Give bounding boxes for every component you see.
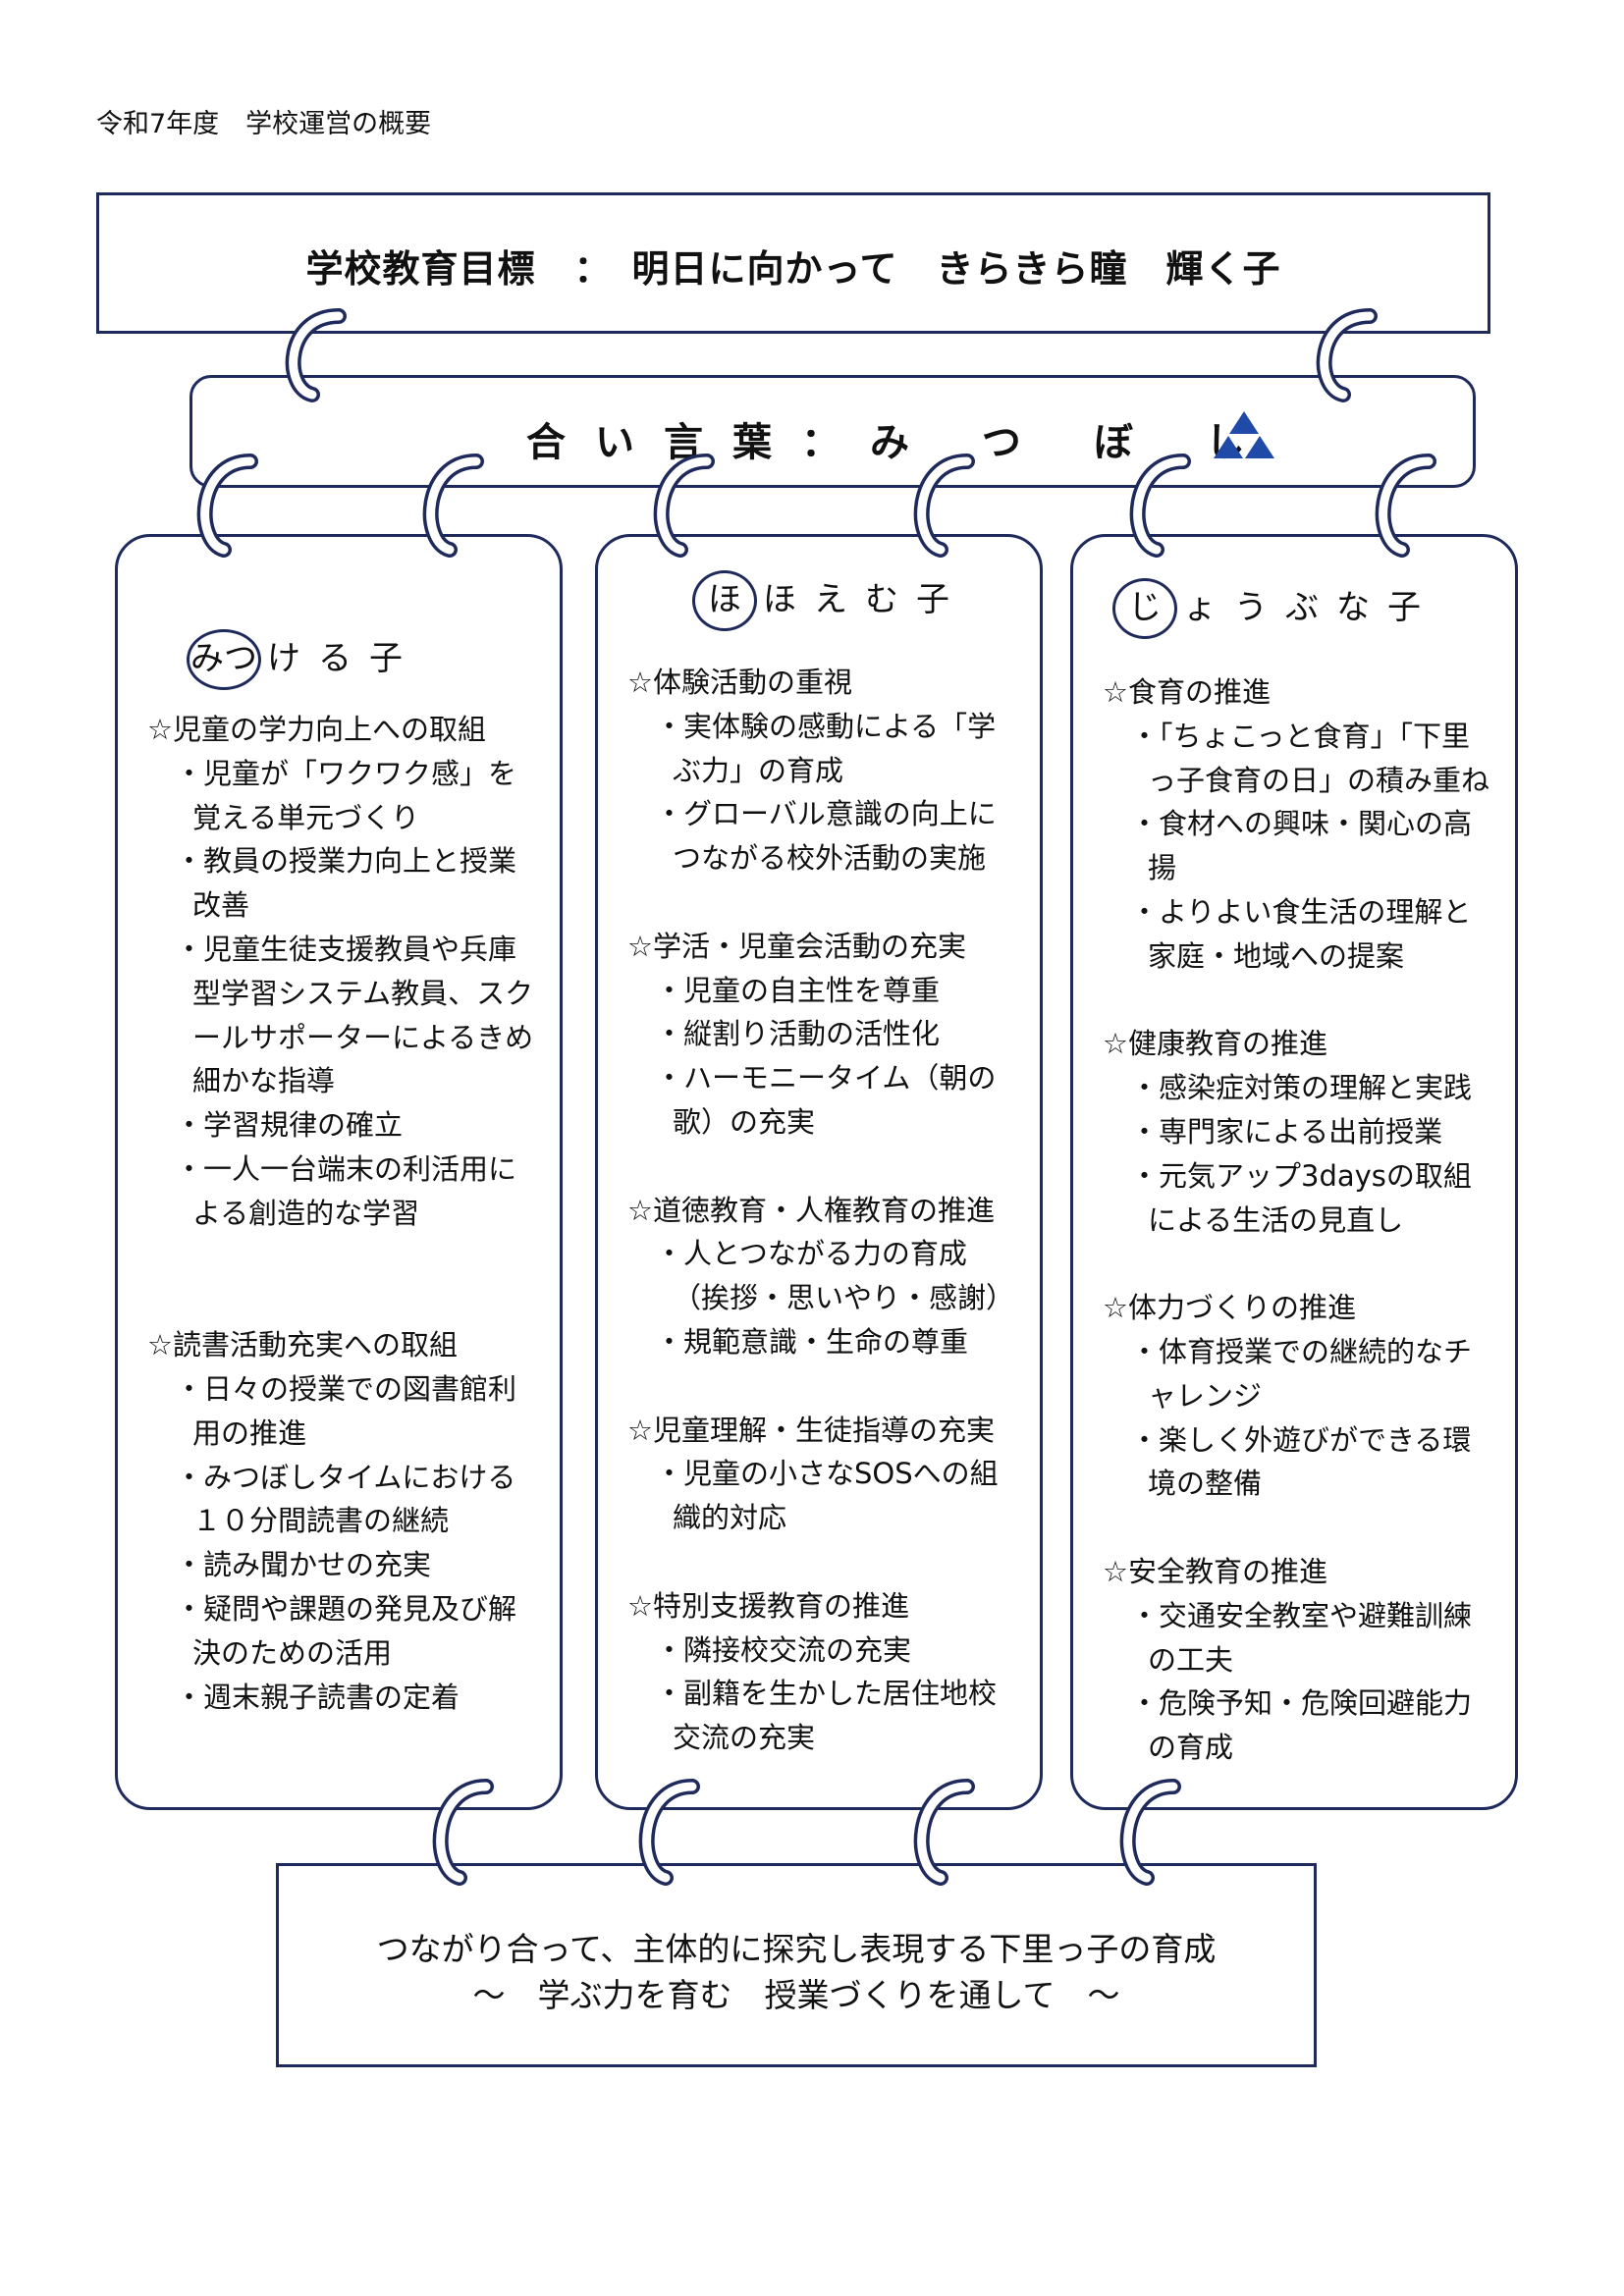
list-item: ・学習規律の確立	[175, 1108, 404, 1143]
list-item: ・危険予知・危険回避能力の育成	[1130, 1686, 1473, 1765]
list-item: ・児童の小さなSOSへの組織的対応	[655, 1457, 999, 1535]
footer-line-2: ～ 学ぶ力を育む 授業づくりを通して ～	[472, 1976, 1120, 2014]
title-circled-char: ほ	[692, 570, 757, 631]
title-rest: ょうぶな子	[1183, 588, 1438, 627]
list-item: ・副籍を生かした居住地校交流の充実	[655, 1677, 998, 1755]
school-goal-text: 学校教育目標 ： 明日に向かって きらきら瞳 輝く子	[305, 247, 1281, 291]
column-list: ☆児童の学力向上への取組 ・児童が「ワクワク感」を覚える単元づくり ・教員の授業…	[147, 708, 542, 1719]
list-item: ・縦割り活動の活性化	[655, 1017, 941, 1051]
column-list: ☆体験活動の重視 ・実体験の感動による「学ぶ力」の育成 ・グローバル意識の向上に…	[627, 661, 1022, 1760]
list-item: ・教員の授業力向上と授業改善	[175, 844, 517, 923]
section-heading: ☆安全教育の推進	[1103, 1554, 1327, 1588]
list-item: ・交通安全教室や避難訓練の工夫	[1130, 1598, 1473, 1677]
column-joubu: じょうぶな子 ☆食育の推進 ・「ちょこっと食育」「下里っ子食育の日」の積み重ね …	[1070, 534, 1518, 1810]
column-title: じょうぶな子	[1112, 578, 1438, 639]
list-item: ・ハーモニータイム（朝の歌）の充実	[655, 1061, 997, 1139]
section-heading: ☆児童の学力向上への取組	[147, 713, 486, 746]
title-circled-char: じ	[1112, 578, 1177, 639]
section-heading: ☆読書活動充実への取組	[147, 1328, 458, 1362]
list-item: ・隣接校交流の充実	[655, 1632, 912, 1667]
list-item: ・読み聞かせの充実	[175, 1548, 432, 1582]
list-item: ・元気アップ3daysの取組による生活の見直し	[1130, 1158, 1472, 1237]
list-item: ・児童生徒支援教員や兵庫型学習システム教員、スクールサポーターによるきめ細かな指…	[175, 932, 534, 1098]
list-item: ・疑問や課題の発見及び解決のための活用	[175, 1591, 517, 1670]
list-item: ・グローバル意識の向上につながる校外活動の実施	[655, 797, 997, 876]
list-item: ・食材への興味・関心の高揚	[1130, 807, 1473, 885]
section-heading: ☆健康教育の推進	[1103, 1027, 1327, 1061]
section-heading: ☆学活・児童会活動の充実	[627, 929, 966, 963]
list-item: ・体育授業での継続的なチャレンジ	[1130, 1334, 1473, 1413]
list-item: ・「ちょこっと食育」「下里っ子食育の日」の積み重ね	[1130, 719, 1490, 797]
list-item: ・規範意識・生命の尊重	[655, 1324, 969, 1359]
section-heading: ☆体験活動の重視	[627, 666, 852, 699]
list-item: ・日々の授業での図書館利用の推進	[175, 1371, 517, 1450]
motto-text: 合い言葉：み つ ぼ し	[526, 420, 1274, 465]
section-heading: ☆体力づくりの推進	[1103, 1291, 1356, 1325]
school-goal-box: 学校教育目標 ： 明日に向かって きらきら瞳 輝く子	[96, 192, 1490, 334]
list-item: ・みつぼしタイムにおける１０分間読書の継続	[175, 1460, 516, 1538]
column-list: ☆食育の推進 ・「ちょこっと食育」「下里っ子食育の日」の積み重ね ・食材への興味…	[1103, 670, 1497, 1770]
title-rest: ほえむ子	[763, 580, 967, 619]
footer-line-1: つながり合って、主体的に探究し表現する下里っ子の育成	[376, 1930, 1217, 1968]
three-triangles-icon	[1214, 411, 1274, 458]
list-item: ・感染症対策の理解と実践	[1130, 1071, 1473, 1105]
section-heading: ☆食育の推進	[1103, 675, 1271, 709]
list-item: ・楽しく外遊びができる環境の整備	[1130, 1422, 1472, 1501]
list-item: ・週末親子読書の定着	[175, 1680, 460, 1714]
list-item: ・一人一台端末の利活用による創造的な学習	[175, 1151, 517, 1230]
list-item: ・よりよい食生活の理解と家庭・地域への提案	[1130, 894, 1472, 973]
column-title: ほほえむ子	[692, 570, 967, 631]
section-heading: ☆児童理解・生徒指導の充実	[627, 1413, 995, 1447]
list-item: ・専門家による出前授業	[1130, 1114, 1443, 1148]
title-rest: ける子	[267, 639, 420, 678]
list-item: ・児童の自主性を尊重	[655, 973, 941, 1007]
section-heading: ☆道徳教育・人権教育の推進	[627, 1193, 995, 1227]
list-item: ・児童が「ワクワク感」を覚える単元づくり	[175, 756, 517, 834]
column-title: みつける子	[187, 629, 420, 690]
list-item: ・実体験の感動による「学ぶ力」の育成	[655, 709, 997, 787]
list-item: ・人とつながる力の育成（挨拶・思いやり・感謝）	[655, 1237, 1015, 1315]
header-note: 令和7年度 学校運営の概要	[96, 109, 432, 139]
footer-box: つながり合って、主体的に探究し表現する下里っ子の育成 ～ 学ぶ力を育む 授業づく…	[276, 1863, 1317, 2067]
column-hohoemu: ほほえむ子 ☆体験活動の重視 ・実体験の感動による「学ぶ力」の育成 ・グローバル…	[595, 534, 1043, 1810]
title-circled-chars: みつ	[187, 629, 261, 690]
column-mitsukeru: みつける子 ☆児童の学力向上への取組 ・児童が「ワクワク感」を覚える単元づくり …	[115, 534, 563, 1810]
motto-box: 合い言葉：み つ ぼ し	[189, 375, 1476, 488]
section-heading: ☆特別支援教育の推進	[627, 1588, 909, 1623]
